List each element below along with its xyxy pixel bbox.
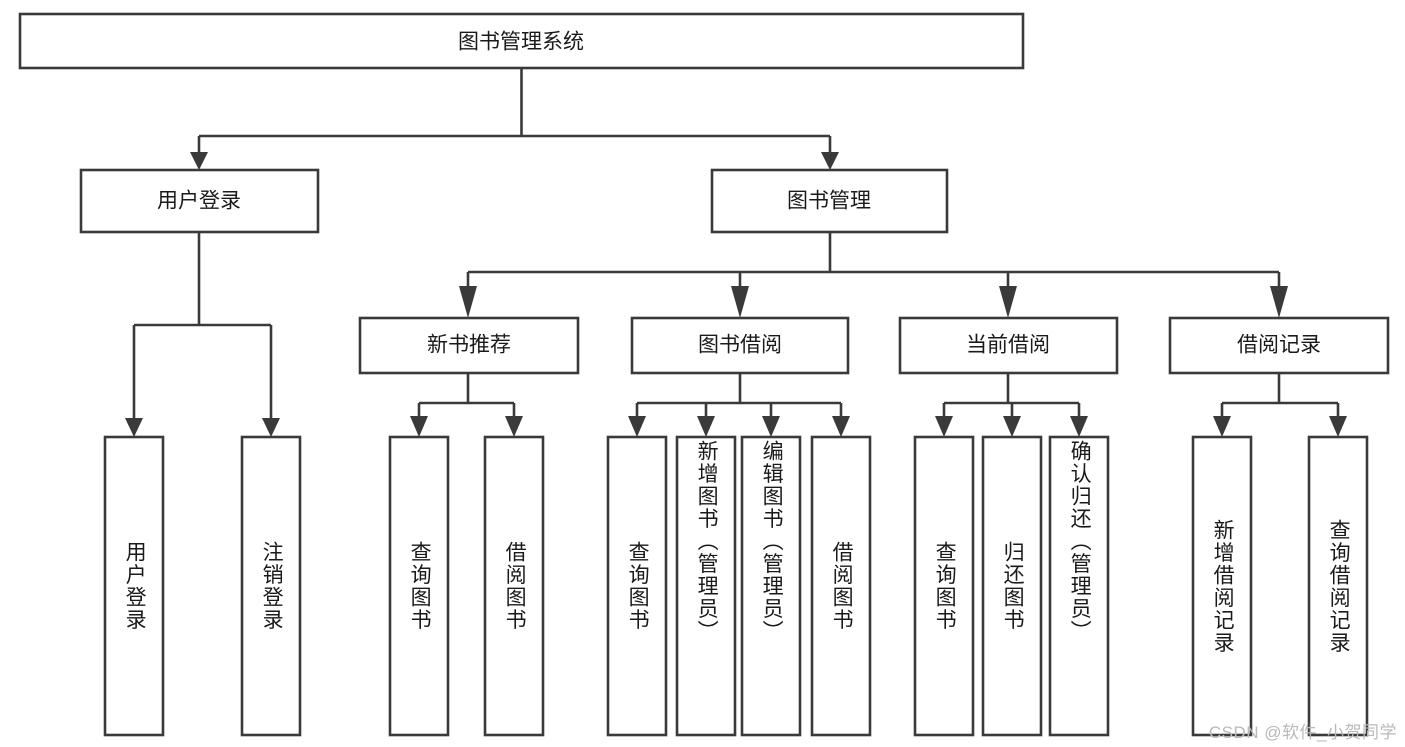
node-box-root[interactable] <box>18 12 1025 70</box>
node-box-leaf-add-book[interactable] <box>675 435 737 737</box>
label-borrow-record: 借阅记录 <box>1237 334 1321 357</box>
node-box-group <box>18 12 1390 737</box>
node-box-leaf-borrow-book-1[interactable] <box>483 435 545 737</box>
label-book-borrow: 图书借阅 <box>698 334 782 357</box>
connector-group <box>125 68 1347 437</box>
arrowhead-leaf-edit-book <box>762 416 780 437</box>
node-label-group: 图书管理系统 用户登录 图书管理 新书推荐 图书借阅 当前借阅 借阅记录 <box>157 31 1321 357</box>
label-current-borrow: 当前借阅 <box>966 334 1050 357</box>
node-box-leaf-borrow-book-2[interactable] <box>810 435 872 737</box>
arrowhead-user-login <box>190 152 208 170</box>
arrowhead-borrow-record <box>1270 286 1288 318</box>
arrowhead-leaf-borrow-book-1 <box>505 416 523 437</box>
label-book-manage: 图书管理 <box>787 190 871 213</box>
arrowhead-leaf-query-book-3 <box>935 416 953 437</box>
arrowhead-new-book-rec <box>459 286 477 318</box>
node-box-borrow-record[interactable] <box>1168 316 1390 375</box>
node-box-book-borrow[interactable] <box>630 316 850 375</box>
arrowhead-leaf-return-book <box>1003 416 1021 437</box>
node-box-leaf-user-login[interactable] <box>103 435 165 737</box>
arrowhead-current-borrow <box>999 286 1017 318</box>
node-box-leaf-edit-book[interactable] <box>740 435 802 737</box>
node-box-leaf-query-book-3[interactable] <box>913 435 975 737</box>
arrowhead-leaf-add-book <box>697 416 715 437</box>
arrowhead-leaf-logout-login <box>262 418 280 437</box>
node-box-leaf-return-book[interactable] <box>981 435 1043 737</box>
arrowhead-leaf-borrow-book-2 <box>832 416 850 437</box>
node-box-leaf-query-book-1[interactable] <box>388 435 450 737</box>
arrowhead-leaf-confirm-return <box>1070 416 1088 437</box>
arrowhead-leaf-query-book-1 <box>410 416 428 437</box>
label-root: 图书管理系统 <box>458 31 584 54</box>
csdn-watermark: CSDN @软件_小贺同学 <box>1208 723 1397 742</box>
node-box-leaf-logout-login[interactable] <box>240 435 302 737</box>
arrowhead-leaf-query-record <box>1329 416 1347 437</box>
node-box-book-manage[interactable] <box>710 168 949 234</box>
node-box-leaf-add-record[interactable] <box>1191 435 1253 737</box>
label-new-book-rec: 新书推荐 <box>427 334 511 357</box>
node-box-leaf-confirm-return[interactable] <box>1048 435 1110 737</box>
node-box-leaf-query-record[interactable] <box>1307 435 1369 737</box>
node-box-current-borrow[interactable] <box>898 316 1119 375</box>
arrowhead-leaf-add-record <box>1213 416 1231 437</box>
label-user-login: 用户登录 <box>157 190 241 213</box>
node-box-new-book-rec[interactable] <box>358 316 580 375</box>
arrowhead-leaf-user-login <box>125 418 143 437</box>
node-box-user-login[interactable] <box>79 168 320 234</box>
arrowhead-leaf-query-book-2 <box>628 416 646 437</box>
arrowhead-book-borrow <box>731 286 749 318</box>
arrowhead-book-manage <box>821 152 839 170</box>
node-box-leaf-query-book-2[interactable] <box>606 435 668 737</box>
